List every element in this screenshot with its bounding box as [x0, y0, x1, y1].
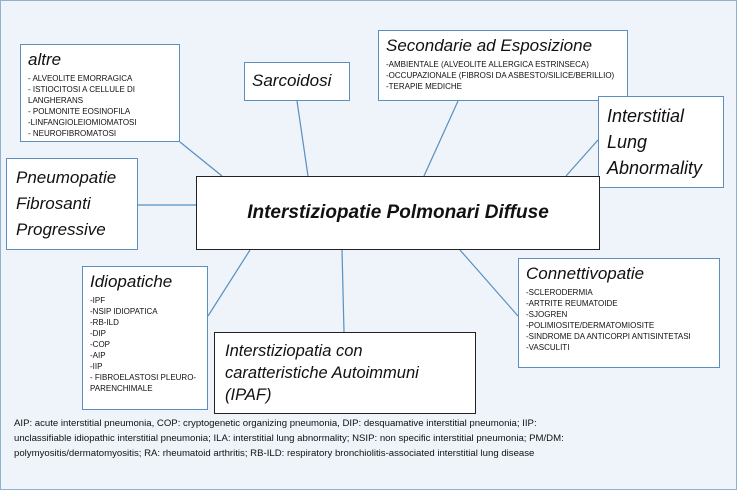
sarcoidosi-box: Sarcoidosi [244, 62, 350, 101]
ila-line-1: Interstitial [607, 106, 685, 126]
secondarie-list: -AMBIENTALE (ALVEOLITE ALLERGICA ESTRINS… [386, 59, 620, 92]
list-item: -OCCUPAZIONALE (FIBROSI DA ASBESTO/SILIC… [386, 70, 615, 80]
list-item: PARENCHIMALE [90, 383, 153, 393]
central-box: Interstiziopatie Polmonari Diffuse [196, 176, 600, 250]
altre-title: altre [28, 50, 62, 69]
list-item: -IIP [90, 361, 103, 371]
idiopatiche-title: Idiopatiche [90, 272, 173, 291]
connettivopatie-title: Connettivopatie [526, 264, 645, 283]
ppf-box: Pneumopatie Fibrosanti Progressive [6, 158, 138, 250]
connettivopatie-list: -SCLERODERMIA -ARTRITE REUMATOIDE -SJOGR… [526, 287, 712, 353]
list-item: -NSIP IDIOPATICA [90, 306, 158, 316]
ipaf-box: Interstiziopatia con caratteristiche Aut… [214, 332, 476, 414]
footnote-line-1: AIP: acute interstitial pneumonia, COP: … [14, 418, 537, 429]
list-item: - NEUROFIBROMATOSI [28, 128, 117, 138]
ila-box: Interstitial Lung Abnormality [598, 96, 724, 188]
list-item: -ARTRITE REUMATOIDE [526, 298, 618, 308]
ipaf-line-2: caratteristiche Autoimmuni [225, 364, 419, 382]
connector-altre [179, 141, 223, 177]
list-item: - ISTIOCITOSI A CELLULE DI LANGHERANS [28, 84, 135, 105]
list-item: -AMBIENTALE (ALVEOLITE ALLERGICA ESTRINS… [386, 59, 589, 69]
ipaf-line-3: (IPAF) [225, 386, 272, 404]
abbreviations-footnote: AIP: acute interstitial pneumonia, COP: … [14, 416, 724, 461]
ppf-line-2: Fibrosanti [16, 194, 91, 213]
secondarie-box: Secondarie ad Esposizione -AMBIENTALE (A… [378, 30, 628, 101]
list-item: -COP [90, 339, 110, 349]
list-item: -SINDROME DA ANTICORPI ANTISINTETASI [526, 331, 691, 341]
ppf-line-1: Pneumopatie [16, 168, 117, 187]
list-item: -IPF [90, 295, 106, 305]
connector-connettivopatie [459, 249, 519, 317]
list-item: -TERAPIE MEDICHE [386, 81, 463, 91]
list-item: - POLMONITE EOSINOFILA [28, 106, 131, 116]
connector-idiopatiche [207, 249, 251, 317]
list-item: -VASCULITI [526, 342, 570, 352]
idiopatiche-list: -IPF -NSIP IDIOPATICA -RB-ILD -DIP -COP … [90, 295, 200, 394]
ppf-line-3: Progressive [16, 220, 106, 239]
list-item: - FIBROELASTOSI PLEURO- [90, 372, 197, 382]
connettivopatie-box: Connettivopatie -SCLERODERMIA -ARTRITE R… [518, 258, 720, 368]
list-item: - ALVEOLITE EMORRAGICA [28, 73, 133, 83]
ila-line-2: Lung [607, 132, 648, 152]
connector-ila [565, 139, 599, 177]
list-item: -LINFANGIOLEIOMIOMATOSI [28, 117, 137, 127]
central-title: Interstiziopatie Polmonari Diffuse [247, 202, 549, 223]
altre-list: - ALVEOLITE EMORRAGICA - ISTIOCITOSI A C… [28, 73, 172, 139]
connector-ipaf [341, 249, 345, 333]
connector-sarcoidosi [296, 100, 309, 177]
ipaf-line-1: Interstiziopatia con [225, 342, 363, 360]
footnote-line-2: unclassifiable idiopathic interstitial p… [14, 433, 564, 444]
list-item: -SCLERODERMIA [526, 287, 593, 297]
list-item: -DIP [90, 328, 106, 338]
idiopatiche-box: Idiopatiche -IPF -NSIP IDIOPATICA -RB-IL… [82, 266, 208, 410]
list-item: -RB-ILD [90, 317, 119, 327]
ila-line-3: Abnormality [607, 158, 703, 178]
secondarie-title: Secondarie ad Esposizione [386, 36, 593, 55]
altre-box: altre - ALVEOLITE EMORRAGICA - ISTIOCITO… [20, 44, 180, 142]
footnote-line-3: polymyositis/dermatomyositis; RA: rheuma… [14, 448, 535, 459]
connector-secondarie [423, 100, 459, 177]
sarcoidosi-title: Sarcoidosi [252, 71, 332, 90]
list-item: -SJOGREN [526, 309, 568, 319]
list-item: -POLIMIOSITE/DERMATOMIOSITE [526, 320, 655, 330]
list-item: -AIP [90, 350, 106, 360]
